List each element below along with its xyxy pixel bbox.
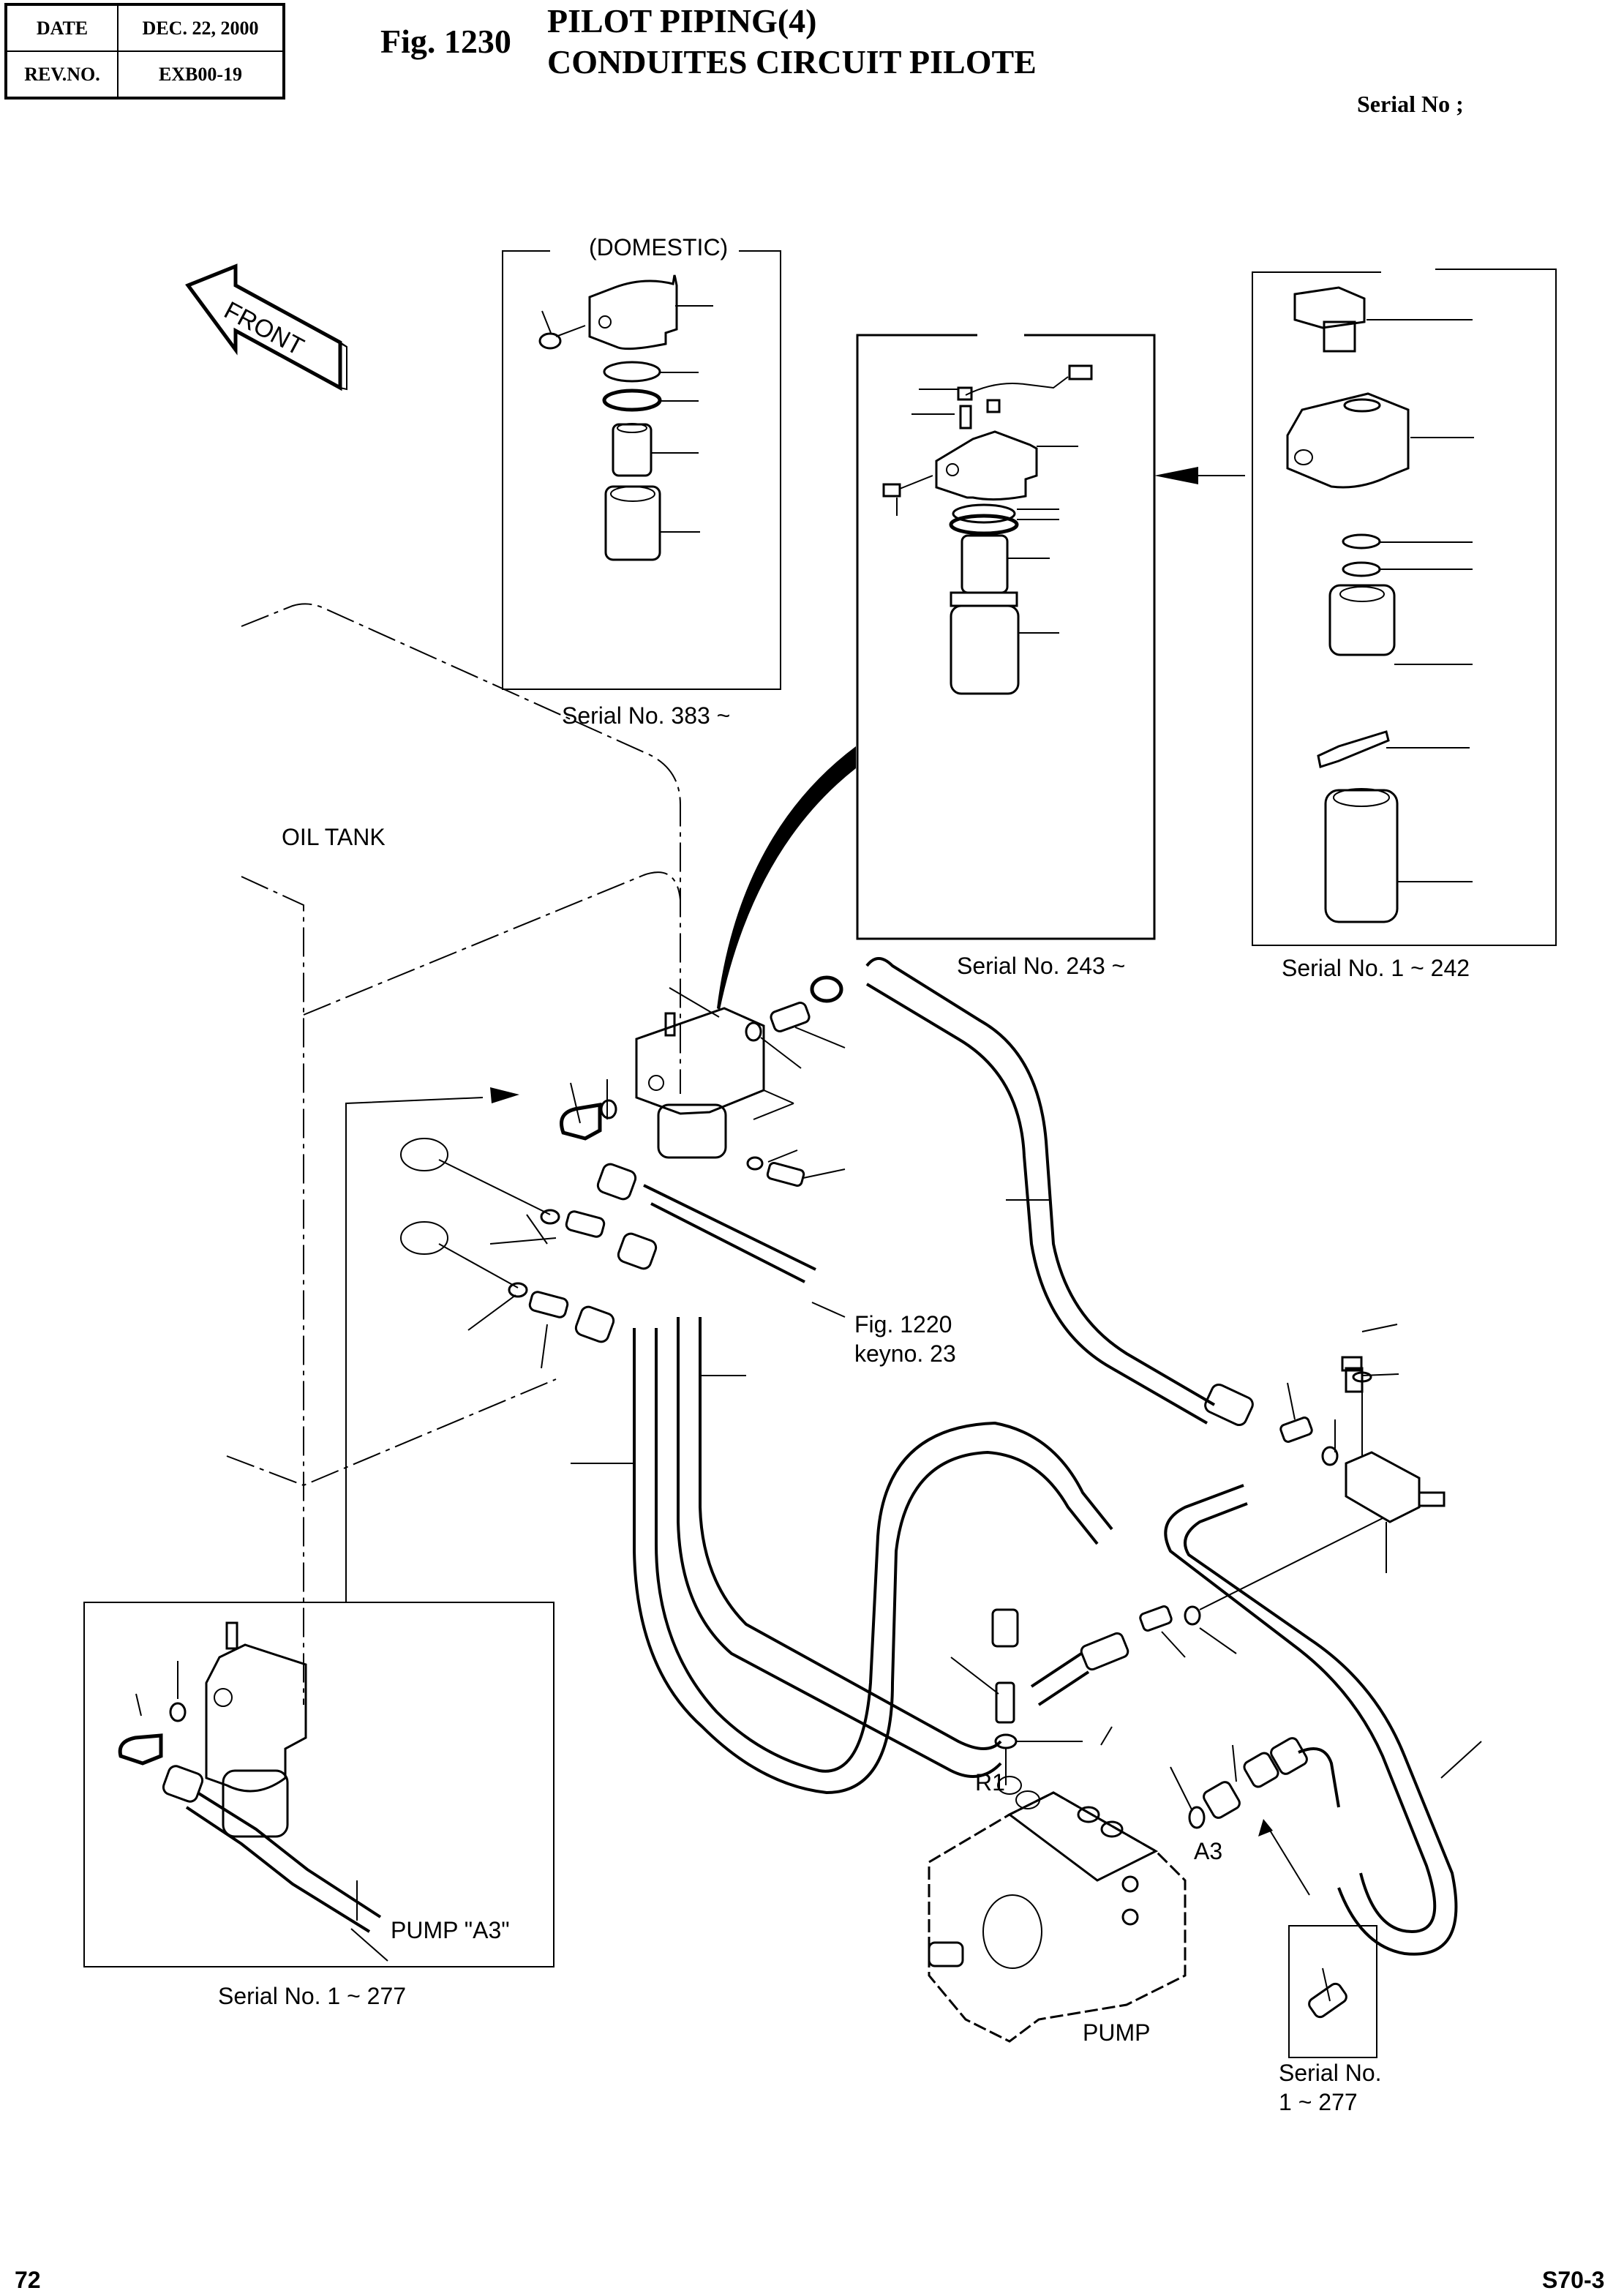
reference-keyno-23: keyno. 23 [854,1340,956,1367]
domestic-inset-title: (DOMESTIC) [589,234,729,260]
filter-assembly [345,975,846,1602]
pump-body [928,1726,1340,2043]
port-r1-label: R1 [975,1769,1005,1796]
oil-tank-outline [226,603,681,1705]
model-code: S70-3 [1542,2267,1605,2293]
pump-inset-caption: Serial No. 1 ~ 277 [218,1983,407,2009]
revision-table: DATE DEC. 22, 2000 REV.NO. EXB00-19 [4,3,285,100]
date-value: DEC. 22, 2000 [117,4,285,52]
fitting-inset-caption-line2: 1 ~ 277 [1279,2089,1358,2115]
pump-a3-label: PUMP "A3" [391,1917,510,1943]
inset-1-242-box [1252,269,1557,946]
rev-value: EXB00-19 [117,50,285,99]
figure-number: Fig. 1230 [380,23,511,60]
pump-a3-inset-box [83,1602,555,1967]
front-arrow-icon [185,263,347,391]
port-a3-label: A3 [1194,1838,1223,1864]
domestic-inset-box [502,250,781,690]
r1-fitting [950,1608,1083,1785]
serial-number-header: Serial No ; [1357,91,1464,117]
fitting-inset-box [1288,1925,1377,2058]
reference-fig-1220: Fig. 1220 [854,1311,952,1338]
oil-tank-label: OIL TANK [282,824,386,850]
pump-label: PUMP [1083,2019,1151,2046]
page-subtitle: CONDUITES CIRCUIT PILOTE [547,43,1037,80]
hoses [571,957,1482,1956]
inset-243-box [717,334,1245,1010]
page-title: PILOT PIPING(4) [547,2,817,40]
page-number: 72 [15,2267,41,2293]
inset-243-caption: Serial No. 243 ~ [957,953,1126,979]
fitting-inset-caption-line1: Serial No. [1279,2060,1382,2086]
date-label: DATE [5,4,119,52]
inset-1-242-caption: Serial No. 1 ~ 242 [1282,955,1470,981]
rev-label: REV.NO. [5,50,119,99]
tee-block [1030,1324,1446,1706]
domestic-inset-caption: Serial No. 383 ~ [562,702,731,729]
